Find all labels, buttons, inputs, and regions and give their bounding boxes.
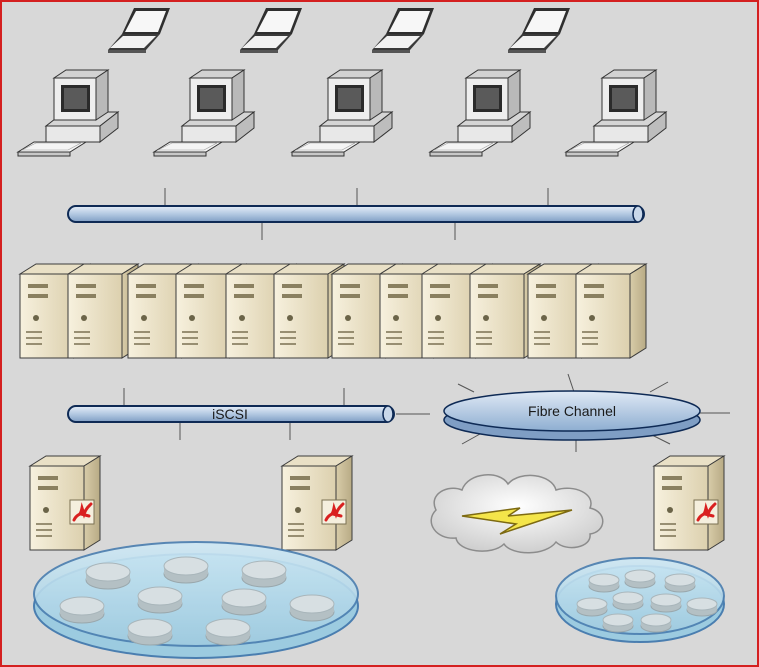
fibre-channel-switch: Fibre Channel (443, 373, 730, 452)
desktops-group (17, 69, 667, 157)
disk-icon (588, 573, 620, 593)
disk-icon (241, 560, 287, 588)
disk-icon (686, 597, 718, 617)
hba-card-icon (68, 498, 96, 526)
disk-icon (602, 613, 634, 633)
laptop-icon (240, 8, 302, 53)
laptops-group (108, 8, 570, 53)
iscsi-label: iSCSI (212, 406, 248, 422)
disk-icon (650, 593, 682, 613)
disk-icon (205, 618, 251, 646)
storage-pool-left (33, 541, 359, 659)
disk-icon (640, 613, 672, 633)
server-farm (19, 263, 647, 359)
lightning-icon (461, 507, 573, 535)
disk-icon (289, 594, 335, 622)
hba-card-icon (320, 498, 348, 526)
desktop-computer-icon (153, 69, 255, 157)
disk-icon (59, 596, 105, 624)
disk-icon (664, 573, 696, 593)
iscsi-bus: iSCSI (67, 388, 430, 440)
wan-cloud (430, 474, 604, 554)
storage-servers (29, 455, 725, 551)
disk-icon (612, 591, 644, 611)
fibre-channel-label: Fibre Channel (528, 403, 616, 419)
desktop-computer-icon (291, 69, 393, 157)
disk-icon (85, 562, 131, 590)
disk-icon (137, 586, 183, 614)
hba-card-icon (692, 498, 720, 526)
desktop-computer-icon (17, 69, 119, 157)
lan-bus (67, 188, 645, 240)
server-icon (575, 263, 647, 359)
laptop-icon (372, 8, 434, 53)
storage-pool-right (555, 557, 725, 643)
desktop-computer-icon (429, 69, 531, 157)
disk-icon (221, 588, 267, 616)
disk-icon (624, 569, 656, 589)
disk-icon (127, 618, 173, 646)
disk-icon (576, 597, 608, 617)
desktop-computer-icon (565, 69, 667, 157)
laptop-icon (508, 8, 570, 53)
laptop-icon (108, 8, 170, 53)
disk-icon (163, 556, 209, 584)
